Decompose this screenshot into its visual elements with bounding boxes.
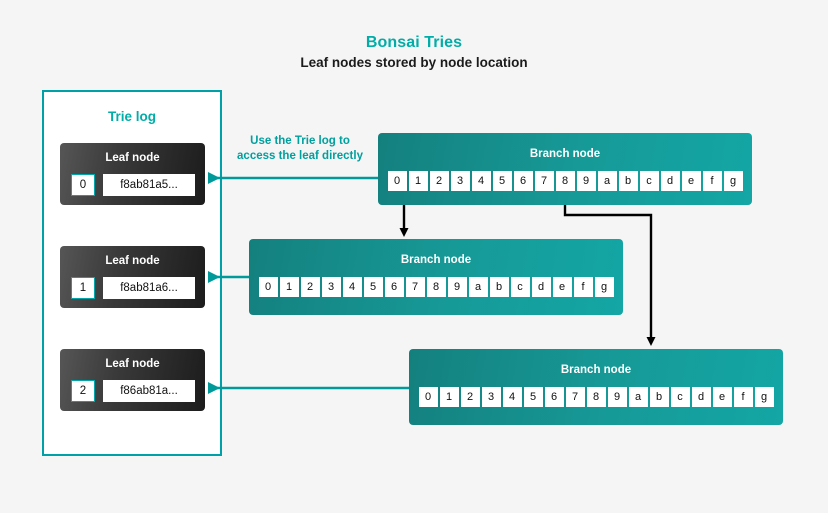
branch-cell-7[interactable]: 7 xyxy=(534,171,554,191)
branch-cell-5[interactable]: 5 xyxy=(523,387,543,407)
page-title: Bonsai Tries xyxy=(365,34,463,51)
trie-log-title: Trie log xyxy=(107,109,156,124)
branch-node-label: Branch node xyxy=(400,254,472,266)
leaf-node-card-0[interactable]: Leaf node 0 f8ab81a5... xyxy=(60,143,205,205)
leaf-node-row: 0 f8ab81a5... xyxy=(71,174,195,196)
branch-cell-8[interactable]: 8 xyxy=(426,277,446,297)
branch-cell-b[interactable]: b xyxy=(618,171,638,191)
branch-cell-9[interactable]: 9 xyxy=(607,387,627,407)
branch-cell-b[interactable]: b xyxy=(489,277,509,297)
branch-cell-8[interactable]: 8 xyxy=(555,171,575,191)
branch-cell-4[interactable]: 4 xyxy=(342,277,362,297)
branch-cell-c[interactable]: c xyxy=(639,171,659,191)
branch-cell-d[interactable]: d xyxy=(691,387,711,407)
leaf-node-hash: f8ab81a6... xyxy=(103,277,195,299)
branch-cell-3[interactable]: 3 xyxy=(481,387,501,407)
leaf-node-index: 0 xyxy=(71,174,95,196)
branch-cell-g[interactable]: g xyxy=(594,277,614,297)
leaf-node-hash: f86ab81a... xyxy=(103,380,195,402)
branch-cell-0[interactable]: 0 xyxy=(258,277,278,297)
branch-cell-d[interactable]: d xyxy=(660,171,680,191)
branch-cell-3[interactable]: 3 xyxy=(450,171,470,191)
branch-cell-0[interactable]: 0 xyxy=(418,387,438,407)
leaf-node-index: 1 xyxy=(71,277,95,299)
branch-cell-d[interactable]: d xyxy=(531,277,551,297)
branch-cell-c[interactable]: c xyxy=(510,277,530,297)
leaf-node-label: Leaf node xyxy=(105,255,160,267)
branch-cell-4[interactable]: 4 xyxy=(502,387,522,407)
branch-cell-7[interactable]: 7 xyxy=(565,387,585,407)
branch-cell-e[interactable]: e xyxy=(552,277,572,297)
branch-node-label: Branch node xyxy=(560,364,632,376)
leaf-node-card-1[interactable]: Leaf node 1 f8ab81a6... xyxy=(60,246,205,308)
branch-cell-f[interactable]: f xyxy=(733,387,753,407)
branch-cell-6[interactable]: 6 xyxy=(544,387,564,407)
branch-cell-b[interactable]: b xyxy=(649,387,669,407)
annotation-line-1: Use the Trie log to xyxy=(250,135,350,147)
branch-cell-2[interactable]: 2 xyxy=(460,387,480,407)
branch-cell-7[interactable]: 7 xyxy=(405,277,425,297)
branch-cell-a[interactable]: a xyxy=(468,277,488,297)
branch-cell-1[interactable]: 1 xyxy=(408,171,428,191)
annotation-line-2: access the leaf directly xyxy=(237,150,363,162)
branch-cell-g[interactable]: g xyxy=(723,171,743,191)
branch-cell-3[interactable]: 3 xyxy=(321,277,341,297)
branch-cell-9[interactable]: 9 xyxy=(447,277,467,297)
branch-cell-4[interactable]: 4 xyxy=(471,171,491,191)
branch-cell-0[interactable]: 0 xyxy=(387,171,407,191)
branch-cell-6[interactable]: 6 xyxy=(513,171,533,191)
branch-node-label: Branch node xyxy=(529,148,601,160)
branch-cell-a[interactable]: a xyxy=(597,171,617,191)
page-subtitle: Leaf nodes stored by node location xyxy=(300,55,528,70)
branch-cell-e[interactable]: e xyxy=(681,171,701,191)
leaf-node-card-2[interactable]: Leaf node 2 f86ab81a... xyxy=(60,349,205,411)
branch-cell-1[interactable]: 1 xyxy=(439,387,459,407)
leaf-node-row: 1 f8ab81a6... xyxy=(71,277,195,299)
branch-cell-9[interactable]: 9 xyxy=(576,171,596,191)
branch-cell-a[interactable]: a xyxy=(628,387,648,407)
branch-cell-f[interactable]: f xyxy=(702,171,722,191)
leaf-node-label: Leaf node xyxy=(105,152,160,164)
branch-cell-2[interactable]: 2 xyxy=(429,171,449,191)
leaf-node-hash: f8ab81a5... xyxy=(103,174,195,196)
branch-cell-5[interactable]: 5 xyxy=(363,277,383,297)
branch-cell-g[interactable]: g xyxy=(754,387,774,407)
branch-cell-2[interactable]: 2 xyxy=(300,277,320,297)
leaf-node-index: 2 xyxy=(71,380,95,402)
branch-cell-6[interactable]: 6 xyxy=(384,277,404,297)
branch-cell-e[interactable]: e xyxy=(712,387,732,407)
branch-cell-f[interactable]: f xyxy=(573,277,593,297)
branch-cell-8[interactable]: 8 xyxy=(586,387,606,407)
trie-log-annotation: Use the Trie log to access the leaf dire… xyxy=(222,134,378,164)
branch-cell-1[interactable]: 1 xyxy=(279,277,299,297)
leaf-node-label: Leaf node xyxy=(105,358,160,370)
leaf-node-row: 2 f86ab81a... xyxy=(71,380,195,402)
branch-cell-c[interactable]: c xyxy=(670,387,690,407)
branch-cell-5[interactable]: 5 xyxy=(492,171,512,191)
